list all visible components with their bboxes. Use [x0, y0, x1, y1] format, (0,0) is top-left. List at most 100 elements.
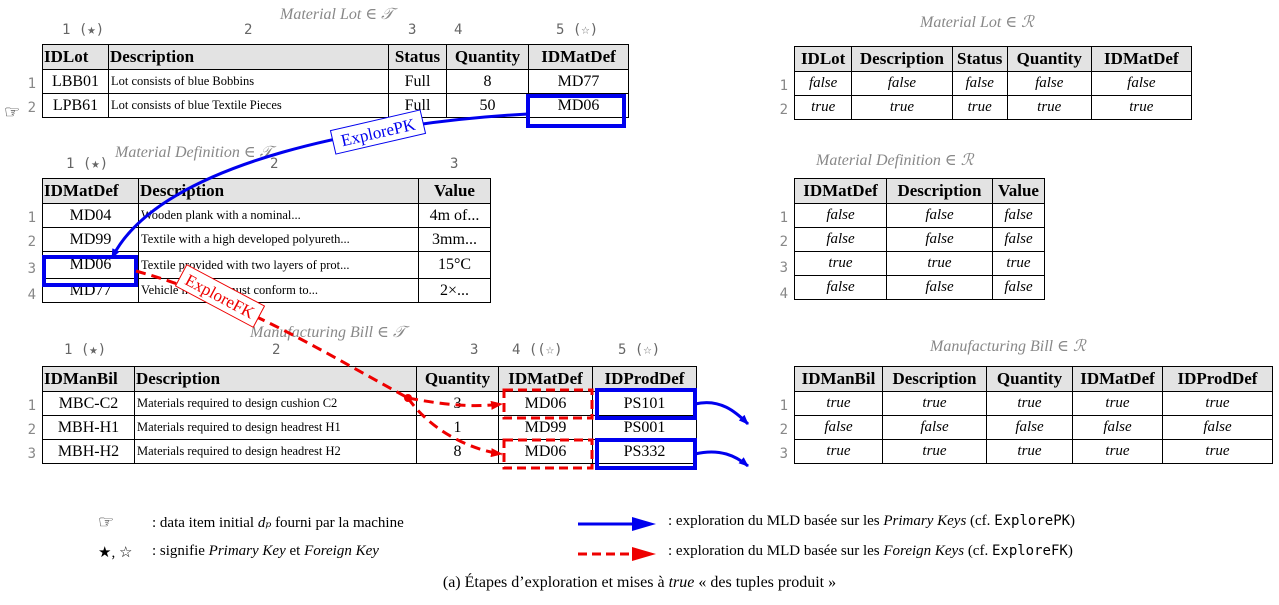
- row-number: 2: [779, 422, 788, 438]
- legend-pk-text: : exploration du MLD basée sur les Prima…: [668, 513, 1075, 530]
- cell: true: [986, 439, 1073, 464]
- row-number: 2: [27, 100, 36, 116]
- legend-text: : exploration du MLD basée sur les: [668, 543, 884, 559]
- row-number: 2: [27, 234, 36, 250]
- column-number: 1 (★): [66, 156, 109, 172]
- material-definition-r-table: IDMatDef Description Value false false f…: [794, 178, 1045, 300]
- row-number: 1: [779, 210, 788, 226]
- header-idproddef: IDProdDef: [592, 366, 697, 392]
- explore-pk-arrow: [110, 112, 529, 259]
- cell: false: [882, 415, 987, 440]
- fk-box-bill-row3: [502, 438, 594, 470]
- header-idmanbil: IDManBil: [794, 366, 883, 392]
- cell: false: [992, 203, 1045, 228]
- header-idmatdef: IDMatDef: [1090, 46, 1193, 72]
- row-number: 2: [779, 234, 788, 250]
- cell: false: [1090, 71, 1193, 96]
- cell: MBH-H2: [42, 439, 135, 464]
- row-number: 3: [779, 260, 788, 276]
- material-lot-t-title: Material Lot ∈ 𝒯: [280, 6, 394, 23]
- cell: true: [992, 251, 1045, 276]
- cell: true: [793, 95, 853, 120]
- legend-em: Primary Key: [208, 543, 286, 559]
- row-number: 2: [27, 422, 36, 438]
- cell: false: [986, 415, 1073, 440]
- legend-code: ExploreFK: [991, 543, 1068, 559]
- header-description: Description: [886, 178, 993, 204]
- cell: false: [851, 71, 953, 96]
- manufacturing-bill-t-title: Manufacturing Bill ∈ 𝒯: [250, 324, 406, 341]
- column-number: 2: [270, 156, 279, 172]
- table-row: true true true true true: [793, 95, 1193, 120]
- header-idmatdef: IDMatDef: [42, 178, 139, 204]
- row-number: 3: [779, 446, 788, 462]
- cell: 8: [416, 439, 499, 464]
- cell: false: [886, 275, 993, 300]
- column-number: 1 (★): [62, 22, 105, 38]
- legend-text: : signifie: [152, 543, 209, 559]
- row-number: 3: [27, 446, 36, 462]
- explore-fk-label: ExploreFK: [174, 264, 266, 328]
- header-value: Value: [992, 178, 1045, 204]
- row-number: 1: [27, 76, 36, 92]
- explore-pk-out-arrow-row3: [694, 450, 749, 468]
- legend-text: fourni par la machine: [271, 515, 404, 531]
- manufacturing-bill-r-title: Manufacturing Bill ∈ ℛ: [930, 338, 1086, 355]
- column-number: 3: [470, 342, 479, 358]
- manufacturing-bill-r-table: IDManBil Description Quantity IDMatDef I…: [794, 366, 1273, 464]
- cell: MBC-C2: [42, 391, 135, 416]
- header-description: Description: [851, 46, 953, 72]
- cell: 1: [416, 415, 499, 440]
- column-number: 2: [244, 22, 253, 38]
- cell: true: [1162, 391, 1273, 416]
- column-number: 3: [450, 156, 459, 172]
- table-row: MBH-H1 Materials required to design head…: [42, 415, 697, 440]
- caption-text: (a) Étapes d’exploration et mises à: [442, 574, 669, 591]
- table-row: true true true: [794, 251, 1045, 276]
- cell: true: [1090, 95, 1193, 120]
- material-definition-t-title: Material Definition ∈ 𝒯: [115, 144, 272, 161]
- cell: 2×...: [418, 278, 491, 303]
- row-number: 1: [27, 210, 36, 226]
- legend-text: (cf.: [966, 513, 995, 529]
- table-row: true true true true true: [794, 391, 1273, 416]
- table-row: MBH-H2 Materials required to design head…: [42, 439, 697, 464]
- legend-code: ExplorePK: [994, 513, 1071, 529]
- legend-fk-text: : exploration du MLD basée sur les Forei…: [668, 543, 1073, 560]
- cell: Wooden plank with a nominal...: [138, 203, 419, 228]
- explore-fk-arrow-row1: [407, 396, 503, 410]
- cell: MD06: [498, 439, 593, 464]
- material-lot-r-table: IDLot Description Status Quantity IDMatD…: [793, 46, 1193, 120]
- cell: true: [951, 95, 1008, 120]
- table-row: false false false: [794, 227, 1045, 252]
- legend-pk-arrow: [578, 517, 656, 531]
- row-number: 1: [779, 78, 788, 94]
- cell: MBH-H1: [42, 415, 135, 440]
- cell: true: [851, 95, 953, 120]
- legend-text: et: [285, 543, 305, 559]
- table-row: MD04 Wooden plank with a nominal... 4m o…: [42, 203, 491, 228]
- column-number: 5 (☆): [556, 22, 599, 38]
- explore-fk-arrow: [135, 269, 409, 400]
- header-quantity: Quantity: [416, 366, 499, 392]
- cell: false: [992, 275, 1045, 300]
- cell: Full: [388, 69, 447, 94]
- cell: true: [794, 439, 883, 464]
- header-idmatdef: IDMatDef: [498, 366, 593, 392]
- header-idlot: IDLot: [42, 44, 109, 70]
- table-row: false false false false false: [793, 71, 1193, 96]
- cell: true: [1072, 439, 1163, 464]
- pk-box-bill-row1: [595, 388, 697, 420]
- cell: false: [951, 71, 1008, 96]
- column-number: 3: [408, 22, 417, 38]
- highlight-box-lot-md06: [526, 94, 626, 128]
- cell: true: [1072, 391, 1163, 416]
- fk-box-bill-row1: [502, 388, 594, 420]
- legend-text: (cf.: [964, 543, 992, 559]
- header-idmatdef: IDMatDef: [528, 44, 629, 70]
- cell: false: [794, 227, 887, 252]
- material-definition-r-title: Material Definition ∈ ℛ: [816, 152, 974, 169]
- column-number: 4 ((☆): [512, 342, 563, 358]
- cell: true: [886, 251, 993, 276]
